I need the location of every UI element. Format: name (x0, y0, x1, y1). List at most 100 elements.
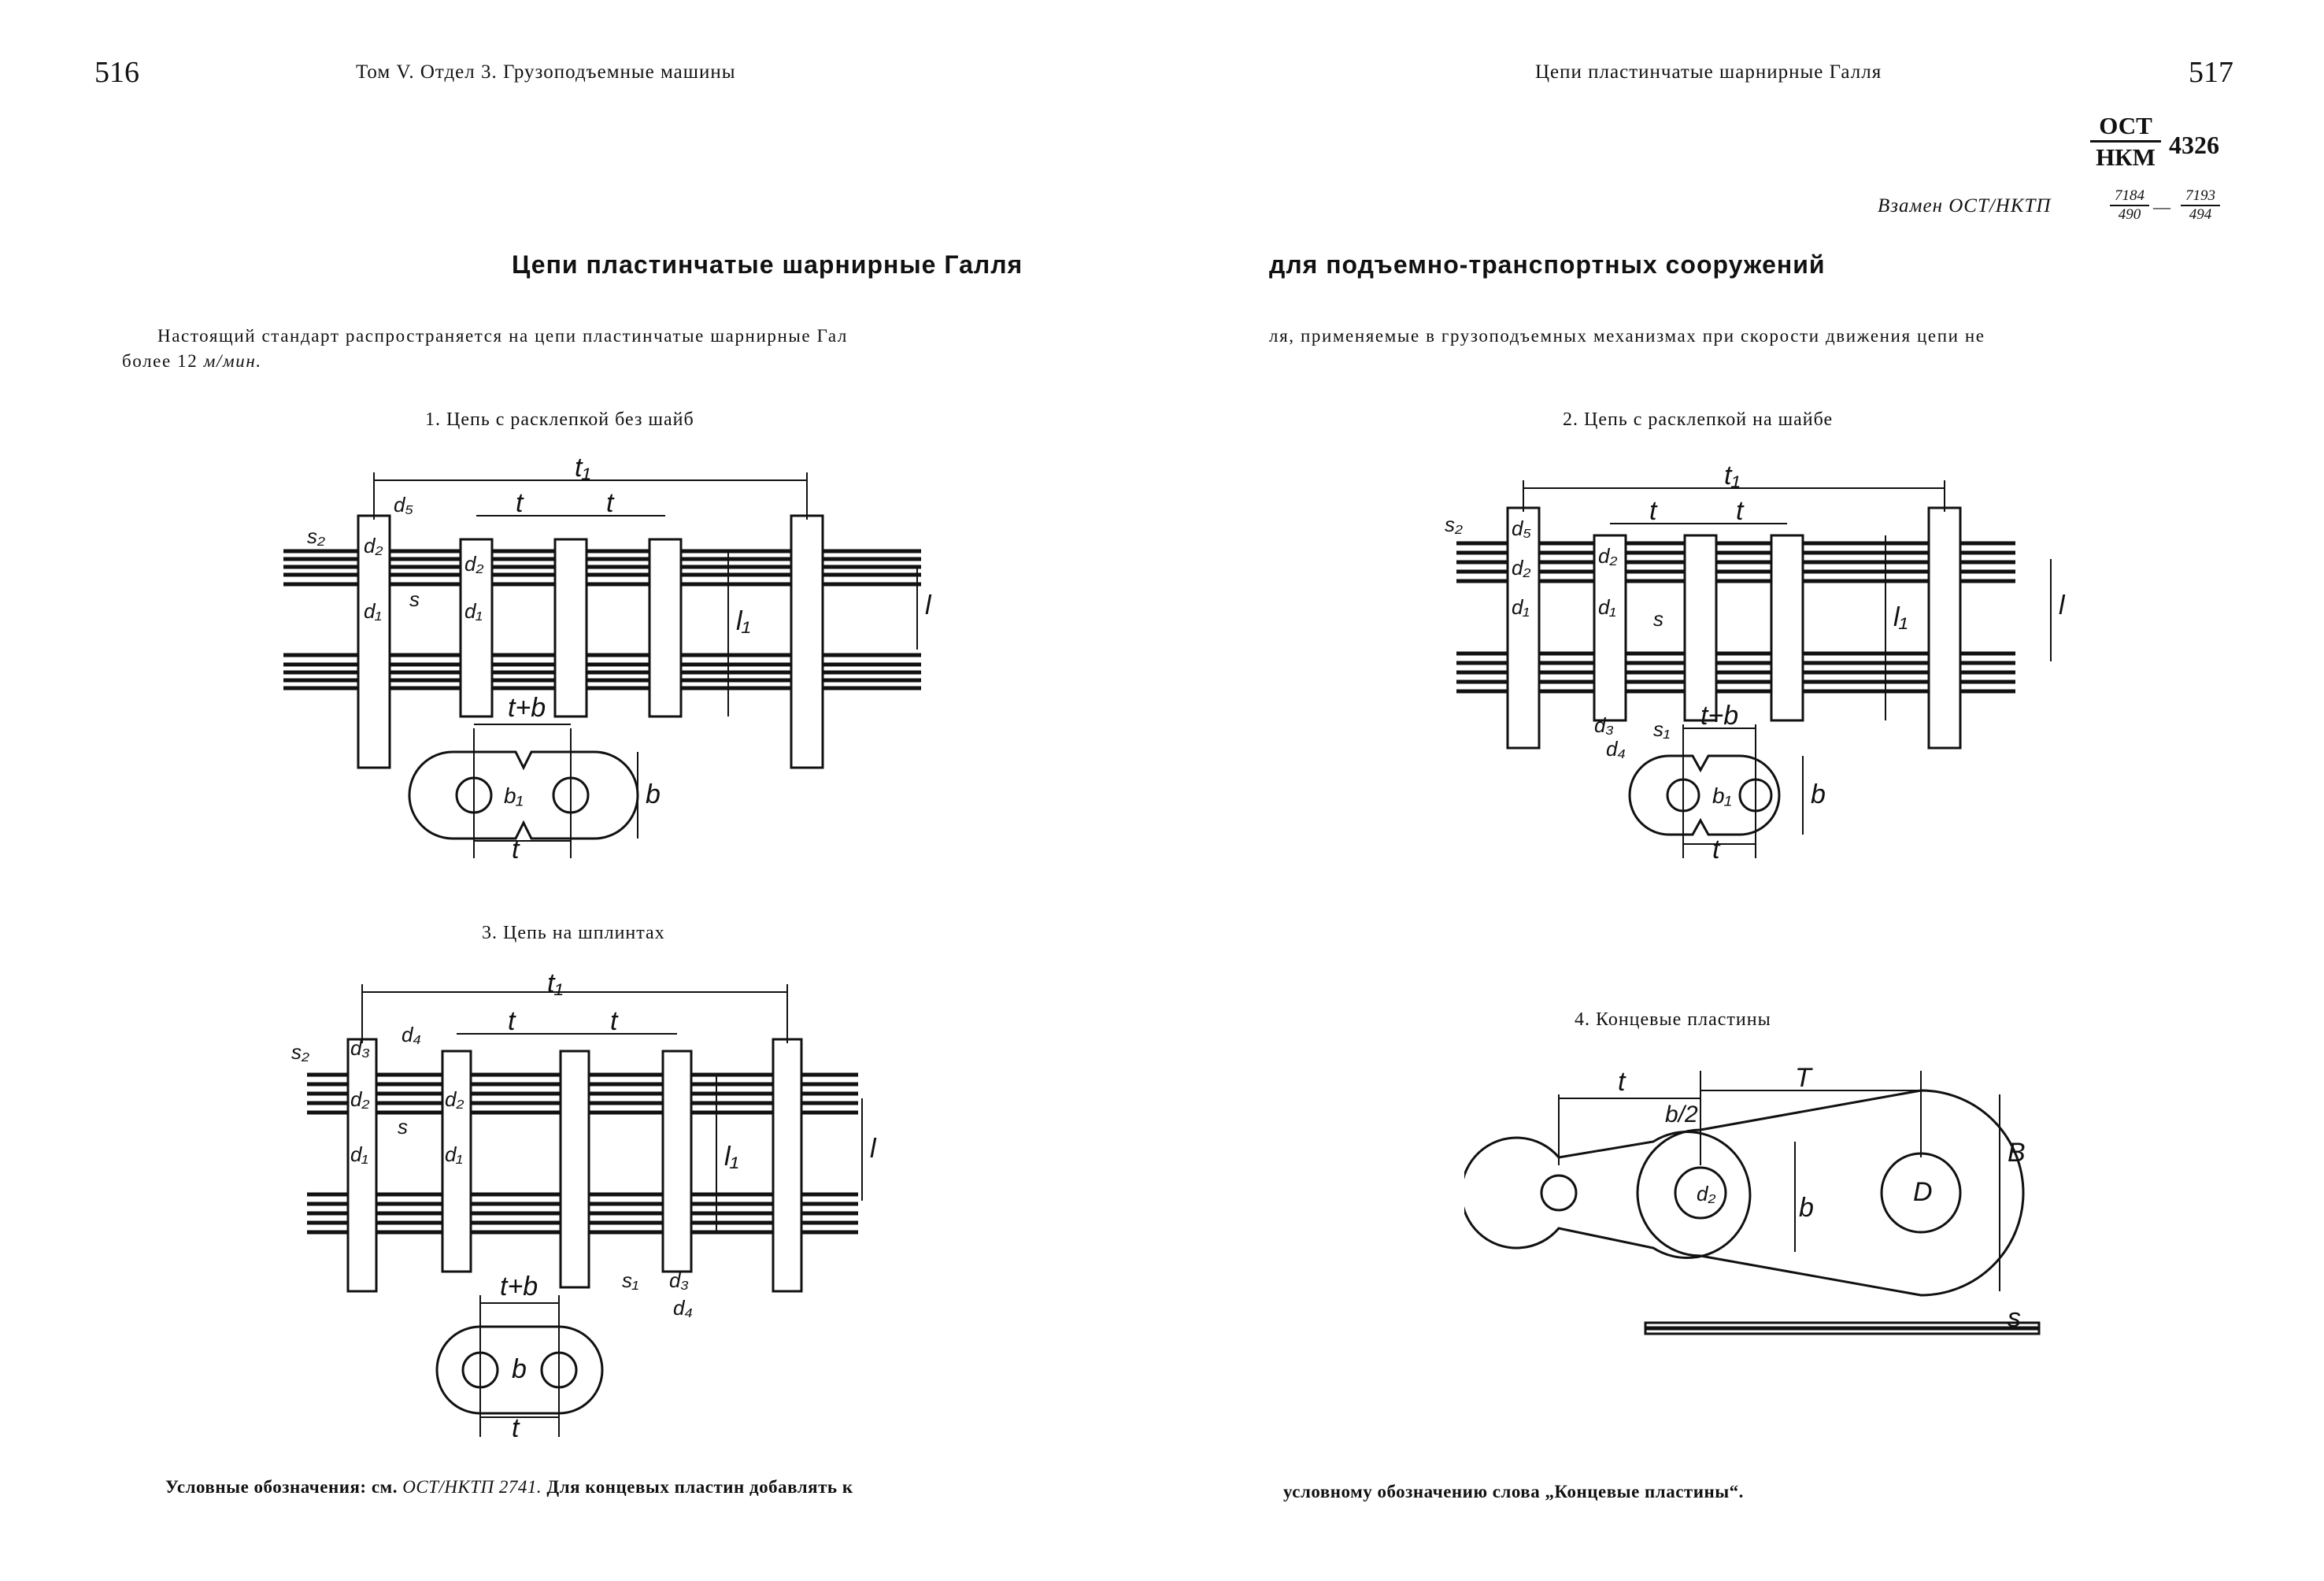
pin-1 (1506, 506, 1541, 750)
dim-s2: s₂ (307, 524, 325, 548)
dim-b-half: b/2 (1665, 1102, 1698, 1127)
dim-b1: b₁ (1712, 783, 1732, 808)
standard-number: 4326 (2169, 131, 2219, 159)
right-page-number: 517 (2189, 56, 2233, 89)
dim-l: l (2059, 591, 2066, 620)
right-footer: условному обозначению слова „Концевые пл… (1283, 1482, 1744, 1501)
pin-3 (559, 1050, 590, 1289)
intro-speed-unit: м/мин. (203, 351, 262, 371)
replaces-num2: 7193 (2181, 187, 2220, 206)
dim-d1-b: d₁ (1598, 595, 1616, 619)
pin-4 (1770, 534, 1804, 722)
dim-tb: t+b (1700, 701, 1738, 731)
dim-d4-a: d₄ (402, 1023, 421, 1046)
dim-d1-b: d₁ (464, 599, 483, 623)
dim-d2-b: d₂ (445, 1087, 464, 1111)
dim-d1-a: d₁ (1512, 595, 1530, 619)
footer-prefix: Условные обозначения: см. (165, 1477, 403, 1497)
dim-b: b (1811, 779, 1826, 809)
dim-t-b: t (606, 488, 615, 518)
dim-t-a: t (516, 488, 524, 518)
right-intro-line1: ля, применяемые в грузоподъемных механиз… (1269, 326, 1985, 346)
replaces-num1: 7184 (2110, 187, 2149, 206)
pin-3 (553, 538, 588, 718)
dim-d1-a: d₁ (350, 1142, 368, 1166)
left-footer: Условные обозначения: см. ОСТ/НКТП 2741.… (165, 1477, 853, 1498)
right-title: для подъемно-транспортных сооружений (1269, 250, 1826, 279)
replaces-prefix: Взамен ОСТ/НКТП (1878, 195, 2052, 217)
dim-d5: d₅ (394, 493, 413, 517)
dim-d3: d₃ (1594, 713, 1614, 737)
dim-t-link: t (1712, 835, 1721, 865)
pin-5 (1927, 506, 1962, 750)
dim-d1-a: d₁ (364, 599, 382, 623)
left-running-head: Том V. Отдел 3. Грузоподъемные машины (356, 61, 736, 83)
figure4-end-plates: t b/2 T d₂ b D B s (1464, 1063, 2041, 1335)
dim-d2-b: d₂ (1598, 544, 1617, 568)
left-intro-line1: Настоящий стандарт распространяется на ц… (157, 326, 849, 346)
dim-s2: s₂ (291, 1040, 309, 1064)
dim-s: s (1653, 607, 1663, 631)
dim-d2: d₂ (1697, 1182, 1715, 1205)
dim-s: s (398, 1115, 408, 1139)
dim-t1: t₁ (547, 968, 563, 998)
dim-t-b: t (610, 1006, 619, 1036)
pin-5 (772, 1038, 803, 1293)
footer-ref: ОСТ/НКТП 2741. (402, 1477, 542, 1497)
standard-designation: ОСТ НКМ (2090, 112, 2161, 172)
dim-tb: t+b (508, 693, 546, 723)
standard-bottom: НКМ (2096, 143, 2156, 171)
dim-D: D (1913, 1177, 1933, 1207)
figure4-caption: 4. Концевые пластины (1575, 1009, 1771, 1030)
dim-s: s (2008, 1303, 2021, 1333)
dim-d2-a: d₂ (1512, 556, 1530, 579)
dim-B: B (2008, 1138, 2026, 1168)
dim-d5: d₅ (1512, 517, 1531, 540)
right-running-head: Цепи пластинчатые шарнирные Галля (1535, 61, 1882, 83)
dim-t-b: t (1736, 496, 1745, 526)
dim-s: s (409, 587, 420, 611)
dim-l1: l₁ (736, 606, 750, 636)
plate-stack-top (1456, 541, 2015, 583)
dim-t1: t₁ (1724, 461, 1740, 491)
figure2-chain-riveted-on-washer: t₁ t t d₅ d₂ d₂ d₁ d₁ s₂ s l₁ l d₃ d₄ s₁… (1445, 461, 2066, 865)
pin-4 (661, 1050, 693, 1273)
dim-l: l (870, 1134, 877, 1164)
dim-s2: s₂ (1445, 513, 1463, 536)
left-intro-line2: более 12 м/мин. (122, 351, 262, 372)
pin-2 (1593, 534, 1627, 722)
pin-1 (346, 1038, 378, 1293)
dim-d3-a: d₃ (350, 1036, 370, 1060)
dim-d3-b: d₃ (669, 1268, 689, 1292)
dim-b1: b₁ (504, 783, 524, 808)
dim-l: l (925, 591, 932, 620)
standard-top: ОСТ (2090, 112, 2161, 143)
replaces-den1: 490 (2118, 206, 2141, 223)
dim-t1: t₁ (575, 453, 590, 483)
dim-tb: t+b (500, 1272, 538, 1301)
figure3-chain-cotter-pins: t₁ t t d₃ d₄ d₂ d₂ d₁ d₁ s₂ s l₁ l s₁ d₃… (291, 968, 877, 1437)
dim-d2-b: d₂ (464, 552, 483, 576)
figure1-caption: 1. Цепь с расклепкой без шайб (425, 409, 694, 430)
footer-suffix: Для концевых пластин добавлять к (542, 1477, 853, 1497)
pin-5 (790, 514, 824, 769)
pin-4 (648, 538, 683, 718)
dim-t-a: t (1649, 496, 1658, 526)
dim-T: T (1795, 1063, 1813, 1093)
dim-d1-b: d₁ (445, 1142, 463, 1166)
left-title: Цепи пластинчатые шарнирные Галля (512, 250, 1023, 279)
pin-3 (1683, 534, 1718, 722)
dim-d4: d₄ (1606, 737, 1626, 761)
dim-d4-b: d₄ (673, 1296, 693, 1320)
replaces-fraction-2: 7193 494 (2181, 187, 2220, 224)
replaces-den2: 494 (2189, 206, 2212, 223)
dim-b: b (512, 1354, 527, 1384)
pin-2 (459, 538, 494, 718)
dim-d2-a: d₂ (350, 1087, 369, 1111)
dim-t-a: t (508, 1006, 516, 1036)
dim-s1: s₁ (622, 1268, 638, 1292)
dim-t-link: t (512, 1413, 520, 1437)
dim-t-link: t (512, 835, 520, 858)
dim-t: t (1618, 1067, 1626, 1097)
replaces-dash: — (2153, 197, 2170, 217)
